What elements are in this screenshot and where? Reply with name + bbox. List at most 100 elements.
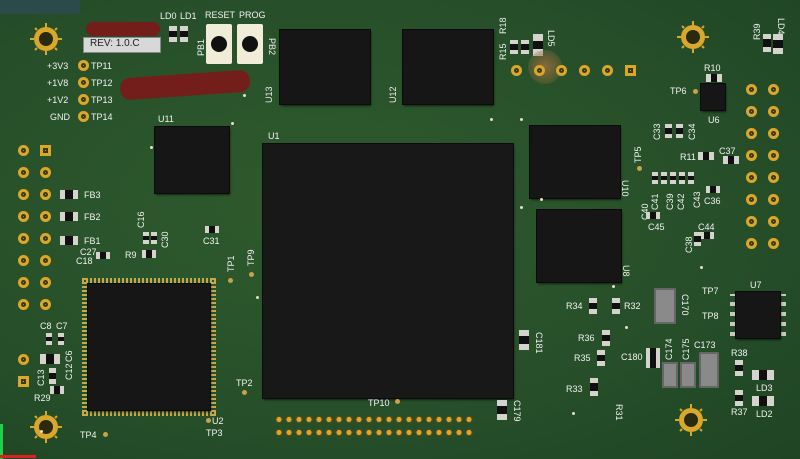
left-header-pin[interactable] [18,376,29,387]
label-c45: C45 [648,222,665,232]
testpoint-tp10[interactable] [395,399,400,404]
right-header-pin[interactable] [768,84,779,95]
testpoint-tp3[interactable] [206,418,211,423]
right-header-pin[interactable] [746,106,757,117]
label-tp2: TP2 [236,378,253,388]
label-c180: C180 [621,352,643,362]
label-r29: R29 [34,393,51,403]
label-c12: C12 [64,363,74,380]
header-pin[interactable] [534,65,545,76]
left-header-pin[interactable] [40,167,51,178]
capacitor-c30 [151,232,157,244]
label-1v8: +1V8 [47,78,69,88]
label-u11: U11 [158,114,174,124]
label-r37: R37 [731,407,748,417]
mounting-hole-top-right [676,20,710,54]
right-header-pin[interactable] [768,216,779,227]
label-c174: C174 [664,338,674,360]
left-header-pin[interactable] [18,277,29,288]
header-pin[interactable] [602,65,613,76]
header-pin[interactable] [511,65,522,76]
left-header-pin[interactable] [18,233,29,244]
capacitor-c16 [143,232,149,244]
capacitor-array [652,172,658,184]
left-header-pin[interactable] [18,167,29,178]
label-tp8: TP8 [702,311,719,321]
label-tp7: TP7 [702,286,719,296]
label-r11: R11 [680,152,696,162]
left-header-pin[interactable] [18,145,29,156]
testpoint-tp12-pad[interactable] [78,77,89,88]
capacitor-c34 [676,124,683,138]
via [40,430,43,433]
header-pin[interactable] [556,65,567,76]
left-header-pin[interactable] [40,255,51,266]
left-header-pin[interactable] [18,211,29,222]
via [540,198,543,201]
capacitor-c175 [680,362,696,388]
button-pb1[interactable] [206,24,232,64]
via [231,122,234,125]
right-header-pin[interactable] [746,84,757,95]
resistor-r38 [735,360,743,376]
label-ld5: LD5 [546,30,556,47]
right-header-pin[interactable] [768,238,779,249]
right-header-pin[interactable] [768,128,779,139]
right-header-pin[interactable] [768,150,779,161]
left-header-pin[interactable] [40,211,51,222]
right-header-pin[interactable] [746,150,757,161]
left-header-pin[interactable] [18,299,29,310]
left-header-pin[interactable] [40,233,51,244]
left-header-pin[interactable] [18,189,29,200]
testpoint-tp9[interactable] [249,272,254,277]
label-u1: U1 [268,131,280,141]
header-pin[interactable] [579,65,590,76]
left-header-pin[interactable] [40,277,51,288]
right-header-pin[interactable] [768,194,779,205]
left-header-pin[interactable] [40,299,51,310]
testpoint-tp2[interactable] [242,390,247,395]
left-header-pin[interactable] [40,189,51,200]
left-header-pin[interactable] [18,354,29,365]
testpoint-tp5[interactable] [637,166,642,171]
mounting-hole-bottom-left [29,410,63,444]
testpoint-tp14-pad[interactable] [78,111,89,122]
right-header-pin[interactable] [746,172,757,183]
button-pb2[interactable] [237,24,263,64]
resistor-r37 [735,390,743,406]
capacitor-c181 [519,330,529,350]
label-r35: R35 [574,353,591,363]
capacitor-array [679,172,685,184]
right-header-pin[interactable] [768,106,779,117]
right-header-pin[interactable] [746,238,757,249]
resistor-r33 [590,378,598,397]
testpoint-tp4[interactable] [103,432,108,437]
testpoint-tp13-pad[interactable] [78,94,89,105]
chip-u10 [530,126,620,198]
label-c16: C16 [136,211,146,228]
capacitor-array [688,172,694,184]
testpoint-tp1[interactable] [228,278,233,283]
left-header-pin[interactable] [40,145,51,156]
right-header-pin[interactable] [746,128,757,139]
right-header-pin[interactable] [768,172,779,183]
label-r31: R31 [614,404,624,421]
label-tp4: TP4 [80,430,97,440]
testpoint-tp6[interactable] [693,89,698,94]
testpoint-tp11-pad[interactable] [78,60,89,71]
resistor-r15 [510,40,518,54]
label-3v3: +3V3 [47,61,69,71]
chip-u1 [263,144,513,398]
left-header-pin[interactable] [18,255,29,266]
right-header-pin[interactable] [746,194,757,205]
led-ld3 [752,370,774,380]
capacitor-array [661,172,667,184]
label-c38: C38 [684,236,694,253]
via [490,118,493,121]
header-pin-1[interactable] [625,65,636,76]
right-header-pin[interactable] [746,216,757,227]
chip-u7 [736,292,780,338]
label-u13: U13 [264,86,274,103]
label-r33: R33 [566,384,583,394]
